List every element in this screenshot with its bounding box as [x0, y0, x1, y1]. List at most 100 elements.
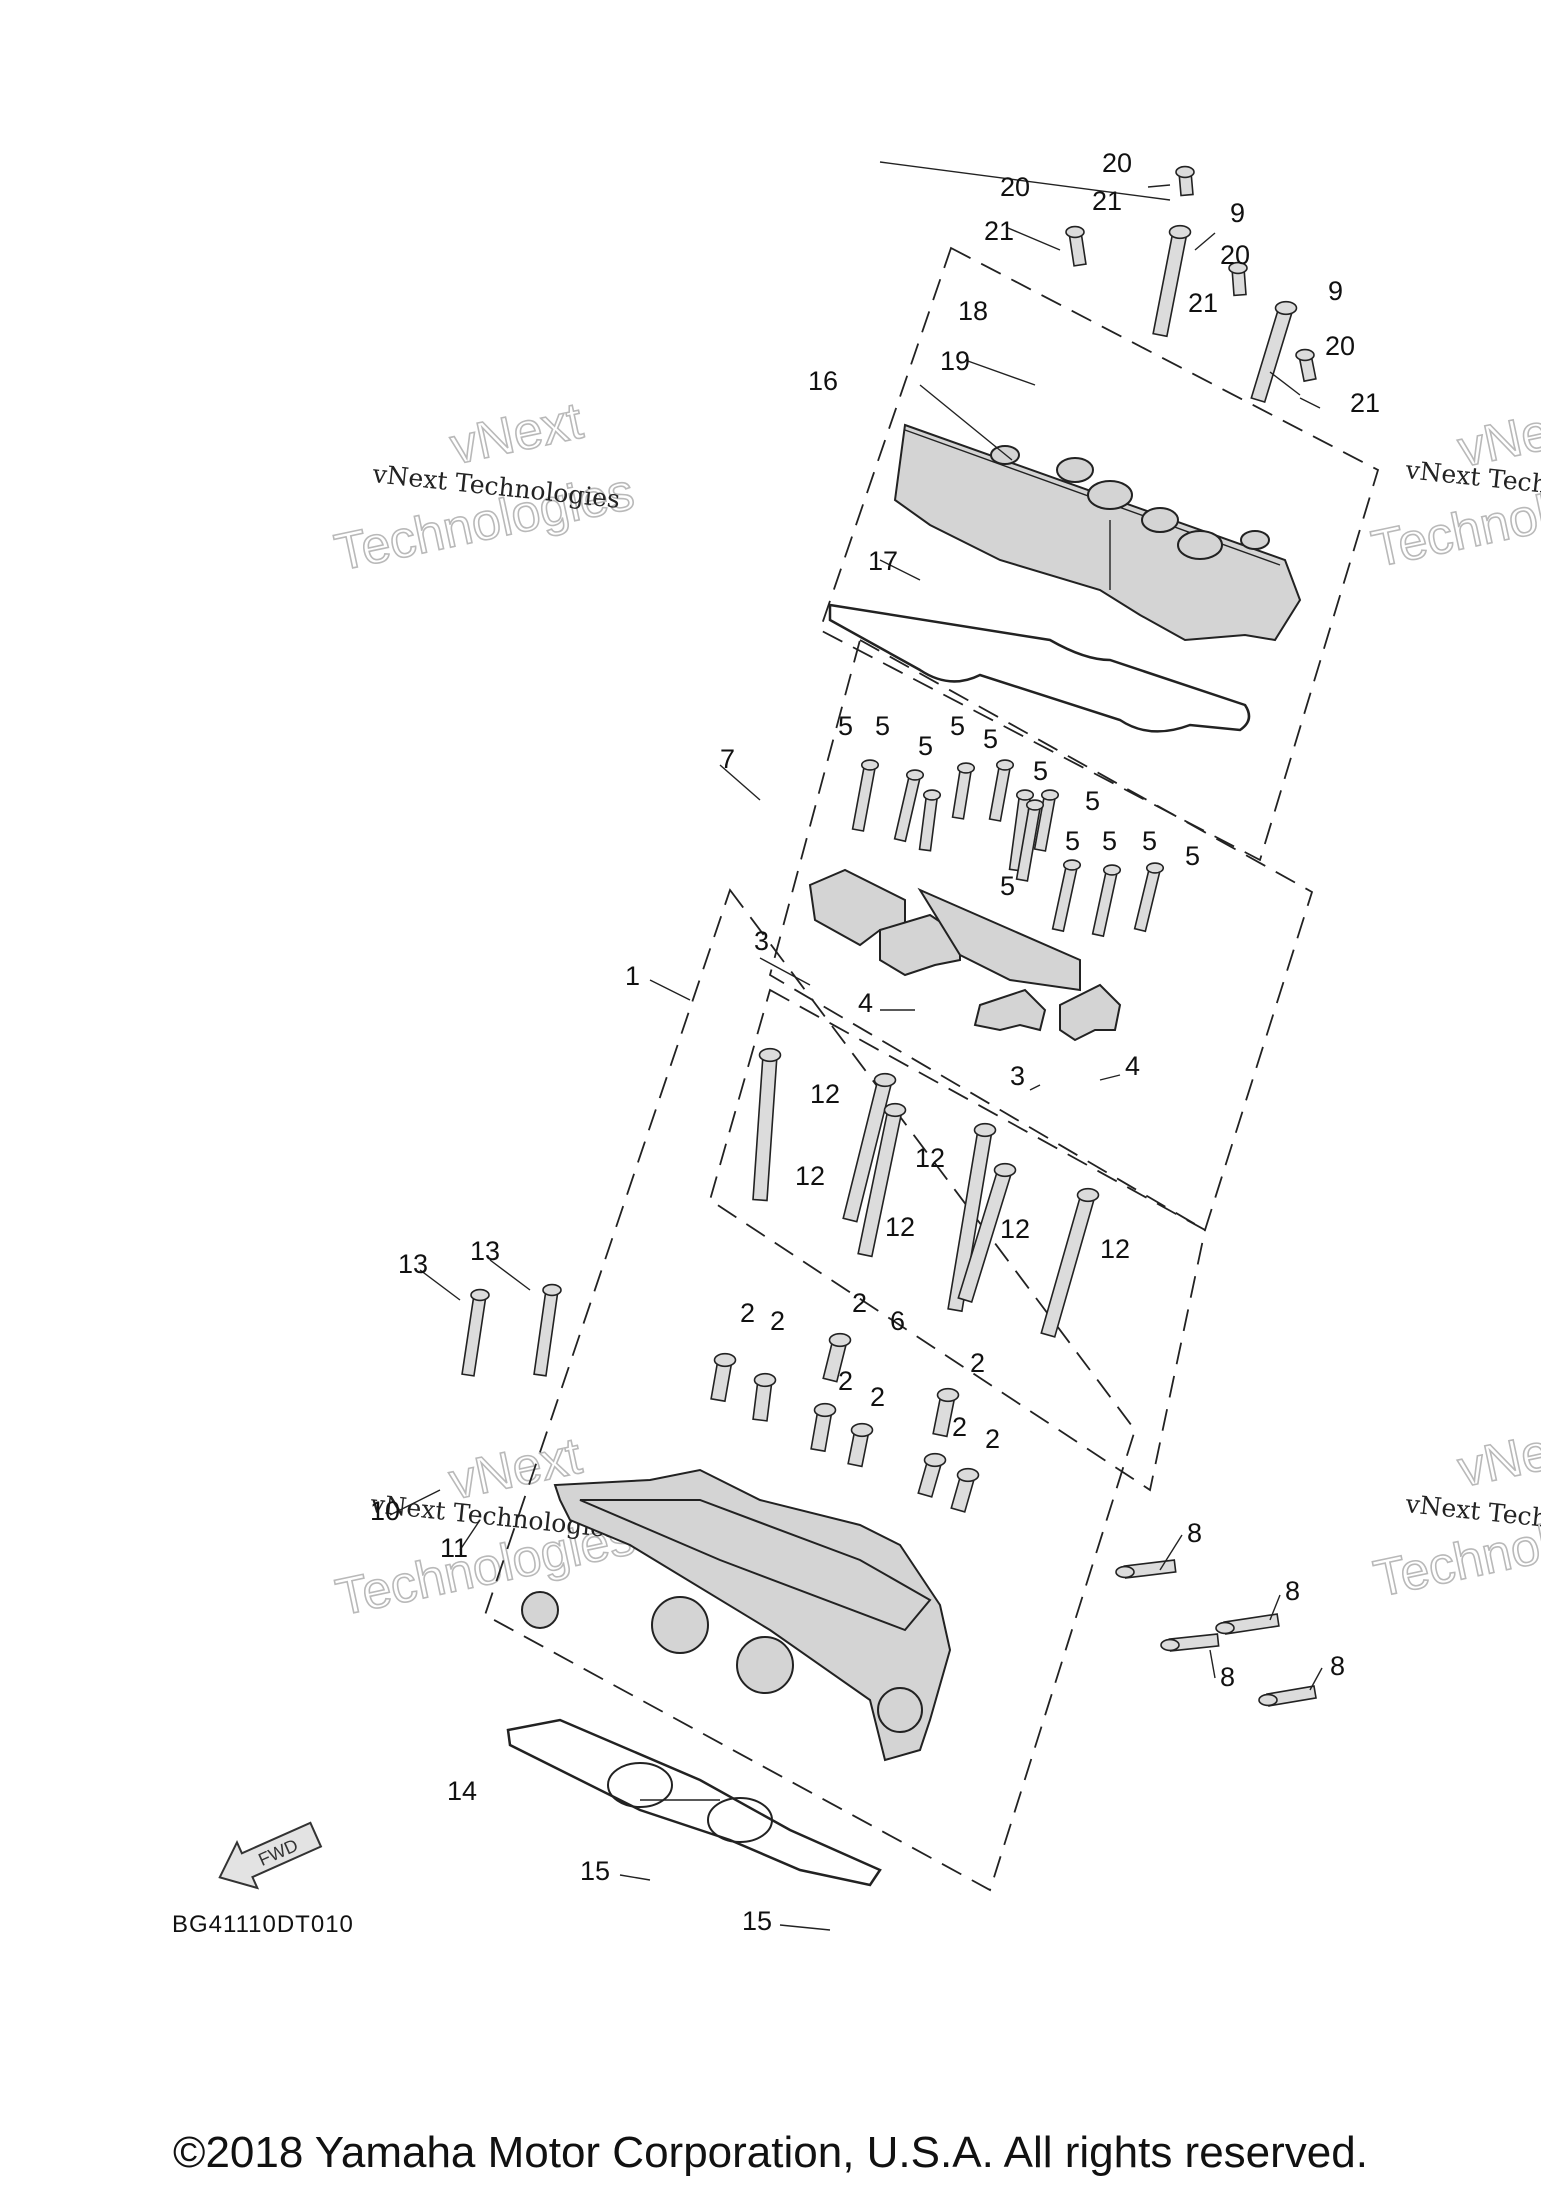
callout-2: 2 — [952, 1412, 967, 1442]
callout-2: 2 — [838, 1366, 853, 1396]
callout-5: 5 — [918, 731, 933, 761]
callout-1: 1 — [625, 961, 640, 991]
leader-line — [1269, 1594, 1281, 1621]
dowel-pin-head — [936, 1387, 960, 1403]
cover-bolt-head — [1175, 165, 1195, 179]
callout-20: 20 — [1325, 331, 1355, 361]
callout-21: 21 — [1188, 288, 1218, 318]
callout-5: 5 — [1102, 826, 1117, 856]
diagram-code: BG41110DT010 — [172, 1911, 354, 1938]
head-bolt-head — [1076, 1187, 1100, 1203]
leader-line — [1159, 1534, 1183, 1571]
dowel-pin-head — [813, 1402, 837, 1418]
side-bolt-head — [470, 1288, 490, 1302]
leader-line — [719, 764, 761, 801]
callout-12: 12 — [810, 1079, 840, 1109]
dowel-pin-head — [956, 1467, 980, 1483]
callout-19: 19 — [940, 346, 970, 376]
callout-21: 21 — [984, 216, 1014, 246]
leader-line — [389, 1489, 441, 1516]
dowel-pin-head — [753, 1372, 777, 1388]
callout-12: 12 — [795, 1161, 825, 1191]
leader-line — [1209, 1649, 1216, 1679]
callout-5: 5 — [1085, 786, 1100, 816]
callout-2: 2 — [852, 1288, 867, 1318]
callout-11: 11 — [440, 1533, 468, 1563]
cover-bolt-head — [1228, 261, 1248, 275]
callout-6: 6 — [890, 1306, 905, 1336]
leader-line — [879, 161, 1171, 201]
spark-plug — [1152, 229, 1188, 338]
callout-8: 8 — [1220, 1662, 1235, 1692]
leader-line — [1007, 227, 1061, 251]
callout-15: 15 — [580, 1856, 610, 1886]
cover-bolt-head — [1295, 348, 1315, 362]
cap-bolt — [893, 772, 922, 843]
callout-21: 21 — [1092, 186, 1122, 216]
callout-5: 5 — [875, 711, 890, 741]
stud-head — [1115, 1565, 1135, 1579]
cap-bolt — [851, 763, 877, 832]
spark-plug-head — [1168, 224, 1192, 240]
callout-2: 2 — [740, 1298, 755, 1328]
callout-2: 2 — [970, 1348, 985, 1378]
callout-numbers: 1 2 2 2 2 2 2 2 2 3 3 4 4 5 5 5 5 5 5 5 … — [370, 148, 1380, 1936]
callout-3: 3 — [1010, 1061, 1025, 1091]
leader-line — [1299, 397, 1321, 409]
cap-bolt — [1091, 867, 1119, 938]
spark-plug — [1250, 304, 1294, 404]
callout-12: 12 — [1100, 1234, 1130, 1264]
cap-bolt-head — [860, 759, 880, 771]
gasket-bore-2 — [707, 1797, 773, 1843]
callout-12: 12 — [915, 1143, 945, 1173]
cap-bolt-head — [995, 759, 1015, 771]
callout-14: 14 — [447, 1776, 477, 1806]
cap-bolt-head — [1025, 799, 1045, 811]
head-bolt-head — [993, 1162, 1017, 1178]
leader-line — [964, 359, 1036, 386]
cylinder-head-gasket — [506, 1718, 882, 1887]
cap-bolt-head — [1102, 864, 1122, 876]
callout-9: 9 — [1328, 276, 1343, 306]
camshaft-caps — [808, 868, 1122, 1042]
cap-bolt — [951, 766, 973, 820]
leader-line — [489, 1259, 531, 1291]
valve-cover-group-box — [818, 246, 1380, 862]
callout-12: 12 — [885, 1212, 915, 1242]
callout-21: 21 — [1350, 388, 1380, 418]
callout-4: 4 — [1125, 1051, 1140, 1081]
callout-5: 5 — [1000, 871, 1015, 901]
leader-line — [1269, 371, 1301, 396]
callout-8: 8 — [1187, 1518, 1202, 1548]
head-bolt-head — [758, 1047, 782, 1063]
side-bolt — [533, 1288, 559, 1377]
watermark-big-text: vNext — [445, 392, 588, 476]
watermark-big-text: vNext — [1453, 1414, 1541, 1498]
cap-bolt-head — [1040, 789, 1060, 801]
dowel-pin-head — [713, 1352, 737, 1368]
gasket-bore-1 — [607, 1762, 673, 1808]
callout-8: 8 — [1330, 1651, 1345, 1681]
callout-18: 18 — [958, 296, 988, 326]
cap-bolt-head — [922, 789, 942, 801]
leader-lines — [389, 161, 1323, 1931]
callout-13: 13 — [398, 1249, 428, 1279]
stud-head — [1258, 1693, 1278, 1707]
side-bolt-head — [542, 1283, 562, 1297]
spark-plug-head — [1274, 300, 1298, 316]
callout-4: 4 — [858, 988, 873, 1018]
cap-bolt-head — [905, 769, 925, 781]
callout-2: 2 — [985, 1424, 1000, 1454]
forward-direction-arrow: FWD — [218, 1821, 323, 1890]
stud-head — [1160, 1638, 1180, 1652]
bolt-parts — [461, 165, 1317, 1707]
callout-10: 10 — [370, 1496, 400, 1526]
cylinder-head-assembly-box — [483, 888, 1136, 1892]
cap-bolt — [988, 763, 1012, 822]
leader-line — [779, 1924, 831, 1931]
cap-bolt — [1051, 862, 1079, 933]
callout-5: 5 — [983, 724, 998, 754]
callout-2: 2 — [870, 1382, 885, 1412]
copyright-notice: ©2018 Yamaha Motor Corporation, U.S.A. A… — [173, 2128, 1368, 2177]
